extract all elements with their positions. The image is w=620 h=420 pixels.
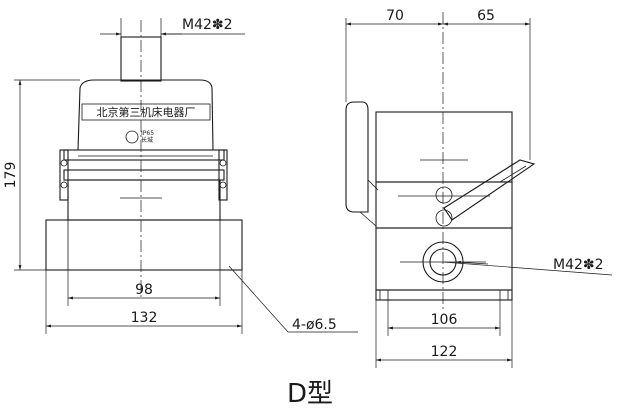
side-lever	[443, 159, 536, 221]
side-lower-body	[375, 227, 513, 291]
front-lock-frame-bottom	[63, 169, 225, 181]
side-outer-width-dim: 122	[431, 344, 458, 360]
front-height-dim: 179	[3, 162, 19, 189]
front-pin-left-top	[60, 159, 68, 167]
ip-badge-icon	[125, 130, 139, 144]
side-thread-dim: M42✽2	[553, 257, 604, 273]
front-pin-left-bottom	[60, 181, 68, 189]
side-inner-width-dim: 106	[431, 312, 458, 328]
drawing-title: D型	[287, 379, 333, 409]
side-pin-lower	[435, 209, 453, 227]
side-top-right-dim: 65	[477, 8, 495, 24]
front-lever-right	[218, 149, 228, 201]
front-thread-dim: M42✽2	[182, 17, 233, 33]
side-latch-plate	[345, 101, 369, 213]
side-pin-upper	[435, 186, 453, 204]
front-hood	[77, 79, 214, 151]
front-lever-left	[59, 149, 69, 201]
front-view: 北京第三机床电器厂 IP65 长城	[45, 20, 243, 300]
ip-badge-text: IP65	[141, 130, 154, 137]
front-outer-width-dim: 132	[131, 310, 158, 326]
side-dimensions: 70 65 M42✽2 106 122	[345, 8, 613, 368]
side-top-left-dim: 70	[386, 8, 404, 24]
front-pin-right-top	[219, 159, 227, 167]
side-view	[345, 12, 536, 310]
front-inner-width-dim: 98	[135, 282, 153, 298]
front-pin-right-bottom	[219, 181, 227, 189]
label-plate-text: 北京第三机床电器厂	[97, 105, 196, 119]
front-lock-frame-top	[63, 149, 225, 161]
front-housing-body	[67, 179, 221, 221]
front-dimensions: M42✽2 179 98 132 4-ø6.5	[3, 17, 358, 334]
side-flange	[375, 289, 513, 301]
front-holes-dim: 4-ø6.5	[292, 317, 337, 333]
front-label-plate	[81, 103, 211, 121]
side-hood	[375, 111, 513, 183]
side-upper-body	[375, 181, 513, 229]
ip-badge-sub: 长城	[141, 136, 153, 144]
front-mounting-flange	[45, 219, 243, 271]
